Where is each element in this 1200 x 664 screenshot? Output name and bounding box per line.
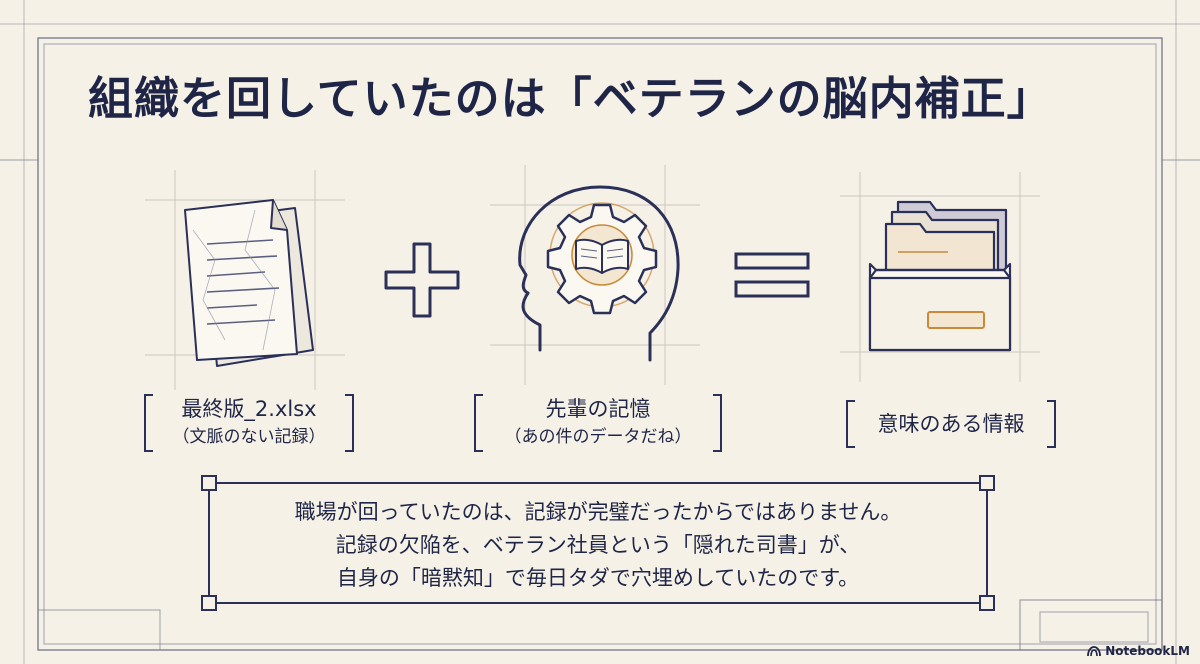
notebooklm-logo-icon xyxy=(1087,646,1102,657)
page-title: 組織を回していたのは「ベテランの脳内補正」 xyxy=(88,72,1053,125)
brand-badge: NotebookLM xyxy=(1087,644,1190,658)
file-drawer-icon xyxy=(840,172,1040,382)
caption-label: 先輩の記憶 xyxy=(545,397,651,421)
caption-label: 意味のある情報 xyxy=(877,412,1025,436)
caption-sublabel: （文脈のない記録） xyxy=(172,427,326,447)
message-corner xyxy=(979,475,995,491)
message-line: 職場が回っていたのは、記録が完璧だったからではありません。 xyxy=(294,500,902,524)
crumpled-document-icon xyxy=(145,170,345,390)
bracket-left xyxy=(144,394,153,452)
bracket-right xyxy=(1047,400,1056,448)
bracket-right xyxy=(713,394,722,452)
message-corner xyxy=(979,595,995,611)
head-gear-book-icon xyxy=(490,165,700,385)
brand-name: NotebookLM xyxy=(1105,644,1190,658)
caption-memory: 先輩の記憶 （あの件のデータだね） xyxy=(474,394,722,452)
plus-icon xyxy=(384,242,460,318)
caption-label: 最終版_2.xlsx xyxy=(181,397,317,421)
bracket-right xyxy=(345,394,354,452)
caption-sublabel: （あの件のデータだね） xyxy=(504,427,692,447)
bracket-left xyxy=(846,400,855,448)
equals-icon xyxy=(734,252,810,298)
message-box: 職場が回っていたのは、記録が完璧だったからではありません。 記録の欠陥を、ベテラ… xyxy=(208,482,988,604)
bracket-left xyxy=(474,394,483,452)
message-corner xyxy=(201,595,217,611)
message-line: 記録の欠陥を、ベテラン社員という「隠れた司書」が、 xyxy=(335,533,861,557)
caption-document: 最終版_2.xlsx （文脈のない記録） xyxy=(144,394,354,452)
caption-information: 意味のある情報 xyxy=(846,400,1056,448)
message-corner xyxy=(201,475,217,491)
message-line: 自身の「暗黙知」で毎日タダで穴埋めしていたのです。 xyxy=(336,566,860,590)
